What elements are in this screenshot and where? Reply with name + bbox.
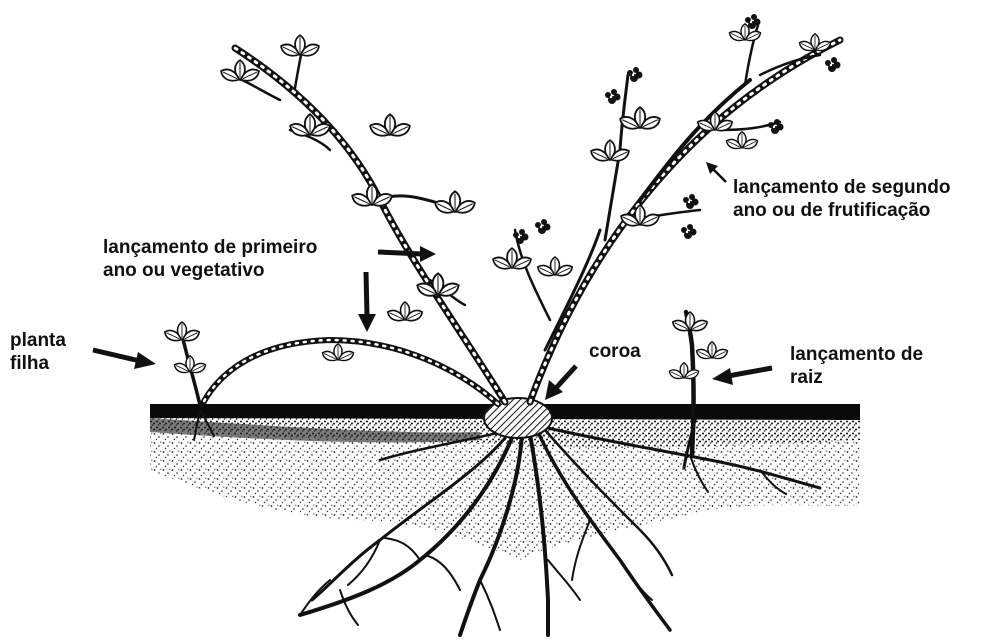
label-root-sucker: lançamento de raiz: [790, 343, 923, 389]
label-root-line1: lançamento de: [790, 343, 923, 366]
label-daughter-line2: filha: [10, 352, 66, 375]
leaves: [163, 24, 832, 381]
label-crown: coroa: [589, 340, 641, 363]
label-first-year-cane: lançamento de primeiro ano ou vegetativo: [103, 236, 317, 282]
arrow-crown: [545, 366, 576, 400]
arrow-root-sucker: [712, 368, 772, 385]
label-second-year-cane: lançamento de segundo ano ou de frutific…: [733, 176, 950, 222]
arrow-daughter-plant: [93, 350, 156, 369]
arrow-second-year: [706, 162, 726, 182]
label-daughter-line1: planta: [10, 329, 66, 352]
label-crown-text: coroa: [589, 340, 641, 363]
label-second-year-line1: lançamento de segundo: [733, 176, 950, 199]
label-first-year-line2: ano ou vegetativo: [103, 259, 317, 282]
label-second-year-line2: ano ou de frutificação: [733, 199, 950, 222]
label-root-line2: raiz: [790, 366, 923, 389]
arrow-first-year-down: [358, 272, 376, 332]
label-daughter-plant: planta filha: [10, 329, 66, 375]
label-first-year-line1: lançamento de primeiro: [103, 236, 317, 259]
